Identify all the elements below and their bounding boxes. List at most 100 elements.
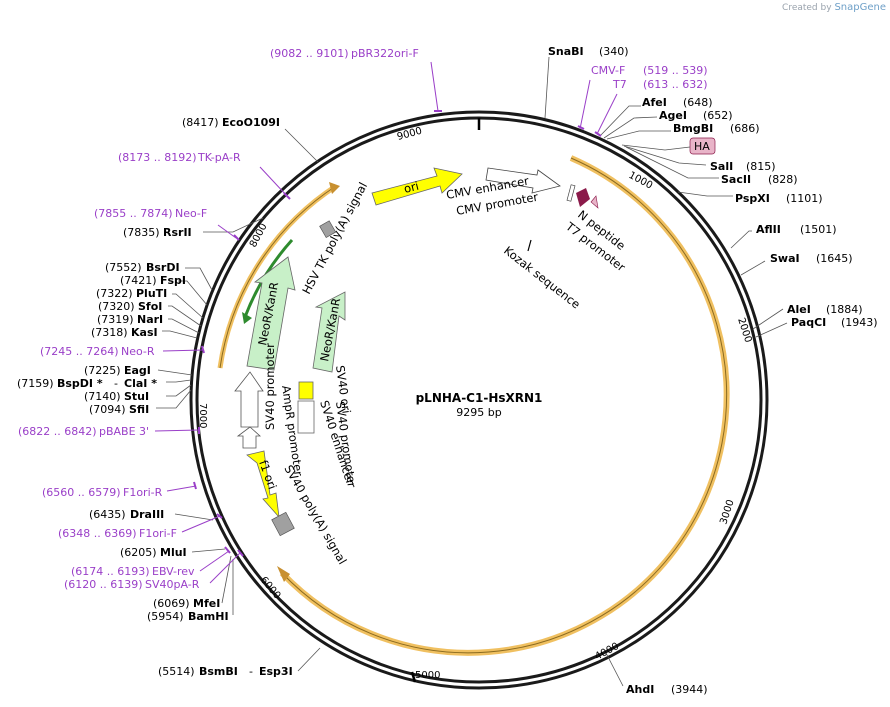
primer-tkpa-name: TK-pA-R <box>197 151 241 164</box>
site-snabi-name: SnaBI <box>548 45 584 58</box>
site-bmgbi-pos: (686) <box>730 122 760 135</box>
plasmid-size: 9295 bp <box>456 406 501 419</box>
site-agei-name: AgeI <box>659 109 687 122</box>
left-primer-leaders <box>154 166 288 584</box>
tick-label-7000: 7000 <box>197 403 208 428</box>
site-pluti-name: PluTI <box>136 287 167 300</box>
site-ecoo109i-pos: (8417) <box>182 116 219 129</box>
site-pspxi-name: PspXI <box>735 192 770 205</box>
primer-f1orif-name: F1ori-F <box>139 527 177 540</box>
site-sacii-name: SacII <box>721 173 751 186</box>
primer-marks-top <box>434 110 602 137</box>
credit-prefix: Created by <box>782 3 832 13</box>
site-sfoi-pos: (7320) <box>98 300 135 313</box>
site-srsii-name: RsrII <box>163 226 192 239</box>
site-mlui-name: MluI <box>160 546 187 559</box>
primer-f1orif-range: (6348 .. 6369) <box>58 527 137 540</box>
site-agei-pos: (652) <box>703 109 733 122</box>
site-sfii-pos: (7094) <box>89 403 126 416</box>
sv40-polya-label: SV40 poly(A) signal <box>281 463 349 567</box>
snapgene-logo: SnapGene <box>834 2 886 13</box>
site-bsrdi-name: BsrDI <box>146 261 180 274</box>
site-swai-pos: (1645) <box>816 252 853 265</box>
site-bamhi-pos: (5954) <box>147 610 184 623</box>
kozak-label: Kozak sequence <box>501 243 583 311</box>
t7-promoter-mark <box>566 184 576 202</box>
insert-arc-head <box>277 566 290 582</box>
orange-arc-left-line <box>219 185 337 369</box>
cmv-enhancer-arrow <box>485 167 561 194</box>
site-afei-pos: (648) <box>683 96 713 109</box>
primer-pbr322-name: pBR322ori-F <box>351 47 419 60</box>
site-snabi-pos: (340) <box>599 45 629 58</box>
neokan-arrow-1 <box>246 256 296 371</box>
ha-tag-box <box>689 137 716 155</box>
kozak-tick <box>527 239 532 252</box>
primer-neor-range: (7245 .. 7264) <box>40 345 119 358</box>
primer-tkpa-range: (8173 .. 8192) <box>118 151 197 164</box>
sv40-promoter-box <box>297 400 315 434</box>
site-sfoi-name: SfoI <box>138 300 162 313</box>
site-srsii-pos: (7835) <box>123 226 160 239</box>
site-bsmbi-sep: - <box>249 665 253 678</box>
primer-marks-left <box>193 192 291 557</box>
sv40-ori-box <box>298 381 314 400</box>
primer-sv40par-name: SV40pA-R <box>145 578 200 591</box>
primer-neof-range: (7855 .. 7874) <box>94 207 173 220</box>
site-fspi-name: FspI <box>160 274 186 287</box>
green-arc-head <box>242 312 252 324</box>
site-alei-pos: (1884) <box>826 303 863 316</box>
site-sacii-pos: (828) <box>768 173 798 186</box>
ori-arrow <box>371 167 463 206</box>
site-aflii-pos: (1501) <box>800 223 837 236</box>
site-bamhi-name: BamHI <box>188 610 229 623</box>
primer-f1orir-range: (6560 .. 6579) <box>42 486 121 499</box>
site-mfei-name: MfeI <box>193 597 220 610</box>
site-afei-name: AfeI <box>642 96 667 109</box>
site-eagi-pos: (7225) <box>84 364 121 377</box>
n-peptide-mark <box>576 188 590 207</box>
primer-pbabe-name: pBABE 3' <box>99 425 149 438</box>
site-draiii-name: DraIII <box>130 508 164 521</box>
primer-t7-range: (613 .. 632) <box>643 78 708 91</box>
site-ahdi-name: AhdI <box>626 683 654 696</box>
site-paqci-pos: (1943) <box>841 316 878 329</box>
right-primer-leaders <box>430 61 618 135</box>
site-kasi-pos: (7318) <box>91 326 128 339</box>
site-kasi-name: KasI <box>131 326 158 339</box>
snapgene-credit: Created by SnapGene <box>782 2 886 13</box>
primer-pbabe-range: (6822 .. 6842) <box>18 425 97 438</box>
sv40-promoter-arrow <box>234 371 264 428</box>
site-clai-name: ClaI * <box>124 377 157 390</box>
tick-label-5000: 5000 <box>415 670 440 681</box>
site-bspdi-pos: (7159) <box>17 377 54 390</box>
site-esp3i-name: Esp3I <box>259 665 293 678</box>
f1-ori-label: f1 ori <box>256 458 279 491</box>
site-sali-pos: (815) <box>746 160 776 173</box>
site-bsmbi-pos: (5514) <box>158 665 195 678</box>
site-bspdi-name: BspDI * <box>57 377 103 390</box>
site-bsmbi-name: BsmBI <box>199 665 238 678</box>
site-bspdi-sep: - <box>114 377 118 390</box>
site-mlui-pos: (6205) <box>120 546 157 559</box>
ha-mark <box>590 195 599 209</box>
primer-ebvrev-name: EBV-rev <box>152 565 195 578</box>
primer-neor-name: Neo-R <box>121 345 155 358</box>
site-nari-name: NarI <box>137 313 163 326</box>
neokan-arrow-2 <box>312 291 346 373</box>
primer-f1orir-name: F1ori-R <box>123 486 163 499</box>
plasmid-name: pLNHA-C1-HsXRN1 <box>416 391 543 405</box>
site-nari-pos: (7319) <box>97 313 134 326</box>
site-pluti-pos: (7322) <box>96 287 133 300</box>
ori-label: ori <box>402 179 420 196</box>
ha-tag-label: HA <box>694 140 710 153</box>
sv40-polya-box <box>271 511 295 537</box>
tick-label-1000: 1000 <box>627 170 655 192</box>
tick-5000 <box>410 671 417 683</box>
orange-arc-left-head <box>329 182 340 194</box>
primer-t7-name: T7 <box>612 78 627 91</box>
site-draiii-pos: (6435) <box>89 508 126 521</box>
primer-sv40par-range: (6120 .. 6139) <box>64 578 143 591</box>
site-paqci-name: PaqCI <box>791 316 826 329</box>
